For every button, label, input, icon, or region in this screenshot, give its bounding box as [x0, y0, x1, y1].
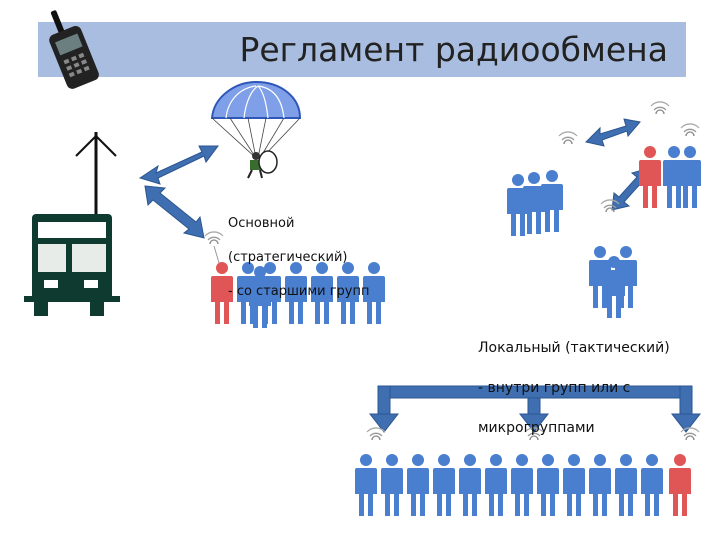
strategic-label-line1: Основной: [228, 216, 295, 231]
radio-handset-icon: [49, 10, 99, 89]
tactical-label-line2: - внутри групп или с: [478, 380, 631, 396]
vehicle-icon: [24, 214, 120, 316]
distribution-connector: [368, 385, 702, 433]
strategic-label-line3: - со старшими групп: [228, 284, 370, 299]
local-group-mid: [589, 199, 637, 318]
strategic-group: [204, 231, 385, 328]
local-group-top: [507, 101, 701, 236]
antenna-icon: [75, 132, 117, 228]
tactical-label: Локальный (тактический) - внутри групп и…: [478, 318, 670, 438]
title-bar: Регламент радиообмена: [38, 22, 686, 77]
arrow-local-top: [585, 118, 641, 147]
parachute-icon: [210, 80, 302, 179]
strategic-label: Основной (стратегический) - со старшими …: [228, 198, 370, 300]
slide-title: Регламент радиообмена: [239, 30, 668, 69]
tactical-row: [355, 427, 700, 516]
strategic-label-line2: (стратегический): [228, 250, 348, 265]
arrow-vehicle-parachute: [138, 145, 219, 185]
tactical-label-line3: микрогруппами: [478, 420, 595, 436]
tactical-label-line1: Локальный (тактический): [478, 340, 670, 356]
arrow-vehicle-group: [144, 185, 205, 239]
